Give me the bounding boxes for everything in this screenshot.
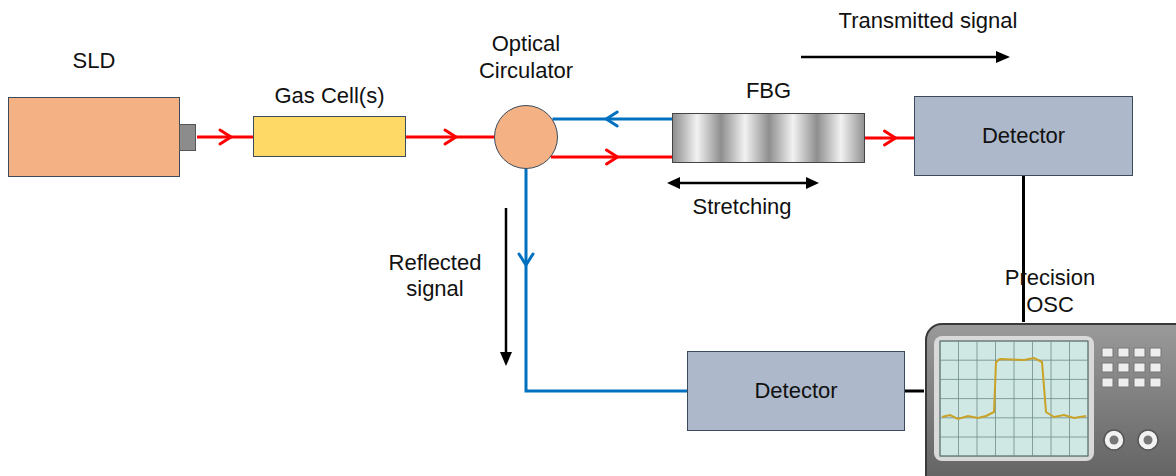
stretching-arrow <box>667 177 819 189</box>
node-label: Detector <box>688 378 904 404</box>
signal-connector <box>865 131 914 145</box>
signal-connector <box>552 112 672 126</box>
output-port <box>179 124 196 151</box>
signal-connector <box>197 130 253 144</box>
node-heading: Gas Cell(s) <box>230 83 430 109</box>
signal-connector <box>406 130 494 144</box>
signal-label: Transmitted signal <box>833 8 1023 34</box>
detector-box: Detector <box>687 351 905 431</box>
signal-connector <box>1023 176 1024 322</box>
node-heading: Precision OSC <box>995 265 1105 318</box>
detector-box: Detector <box>914 96 1133 176</box>
action-label: Stretching <box>682 194 802 220</box>
node-heading: Optical Circulator <box>471 31 581 84</box>
node-heading: FBG <box>709 78 829 104</box>
node-label: Detector <box>915 123 1132 149</box>
signal-connector <box>519 169 687 391</box>
gas-cell-box: Gas Cell(s) <box>253 116 406 157</box>
circulator-circle: Optical Circulator <box>494 105 558 169</box>
fbg-grating: FBG <box>672 113 865 163</box>
oscilloscope: Precision OSC <box>924 322 1176 476</box>
oscilloscope-drawing <box>924 322 1176 476</box>
transmitted-arrow <box>801 51 1010 63</box>
signal-connector <box>905 391 924 392</box>
signal-label: Reflected signal <box>380 250 490 303</box>
reflected-arrow <box>500 208 512 366</box>
light-source-box: SLD <box>8 97 180 177</box>
node-heading: SLD <box>34 48 154 74</box>
signal-connector <box>551 150 672 164</box>
